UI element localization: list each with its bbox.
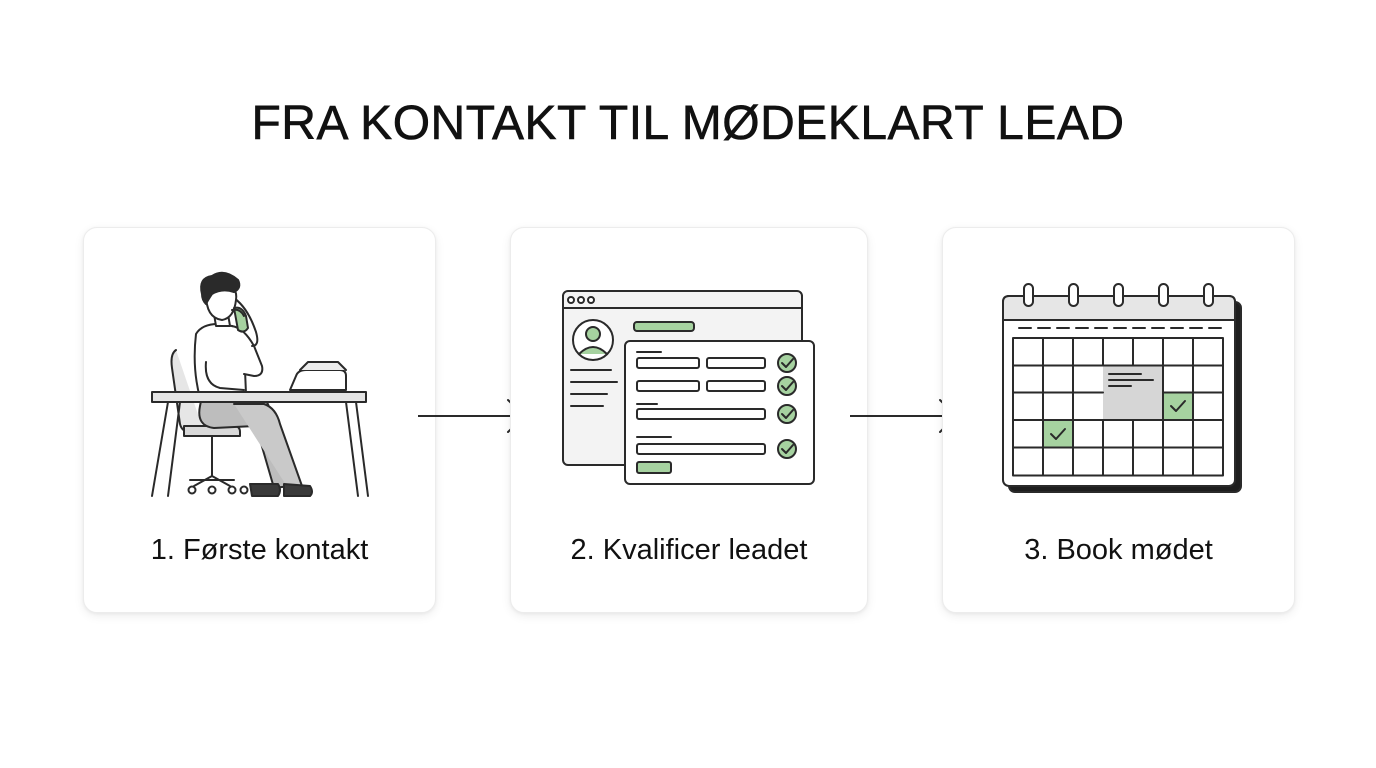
qualification-form-checklist-icon [562,290,815,485]
step-card-first-contact: 1. Første kontakt [83,227,436,613]
step-card-book-meeting: 3. Book mødet [942,227,1295,613]
step-label: 1. Første kontakt [150,534,369,566]
step-label: 2. Kvalificer leadet [570,534,808,566]
person-on-phone-at-desk-icon [151,271,369,497]
diagram-title: FRA KONTAKT TIL MØDEKLART LEAD [251,97,1125,151]
step-label: 3. Book mødet [1024,534,1213,566]
calendar-booking-icon [1002,283,1242,493]
step-card-qualify-lead: 2. Kvalificer leadet [510,227,868,613]
